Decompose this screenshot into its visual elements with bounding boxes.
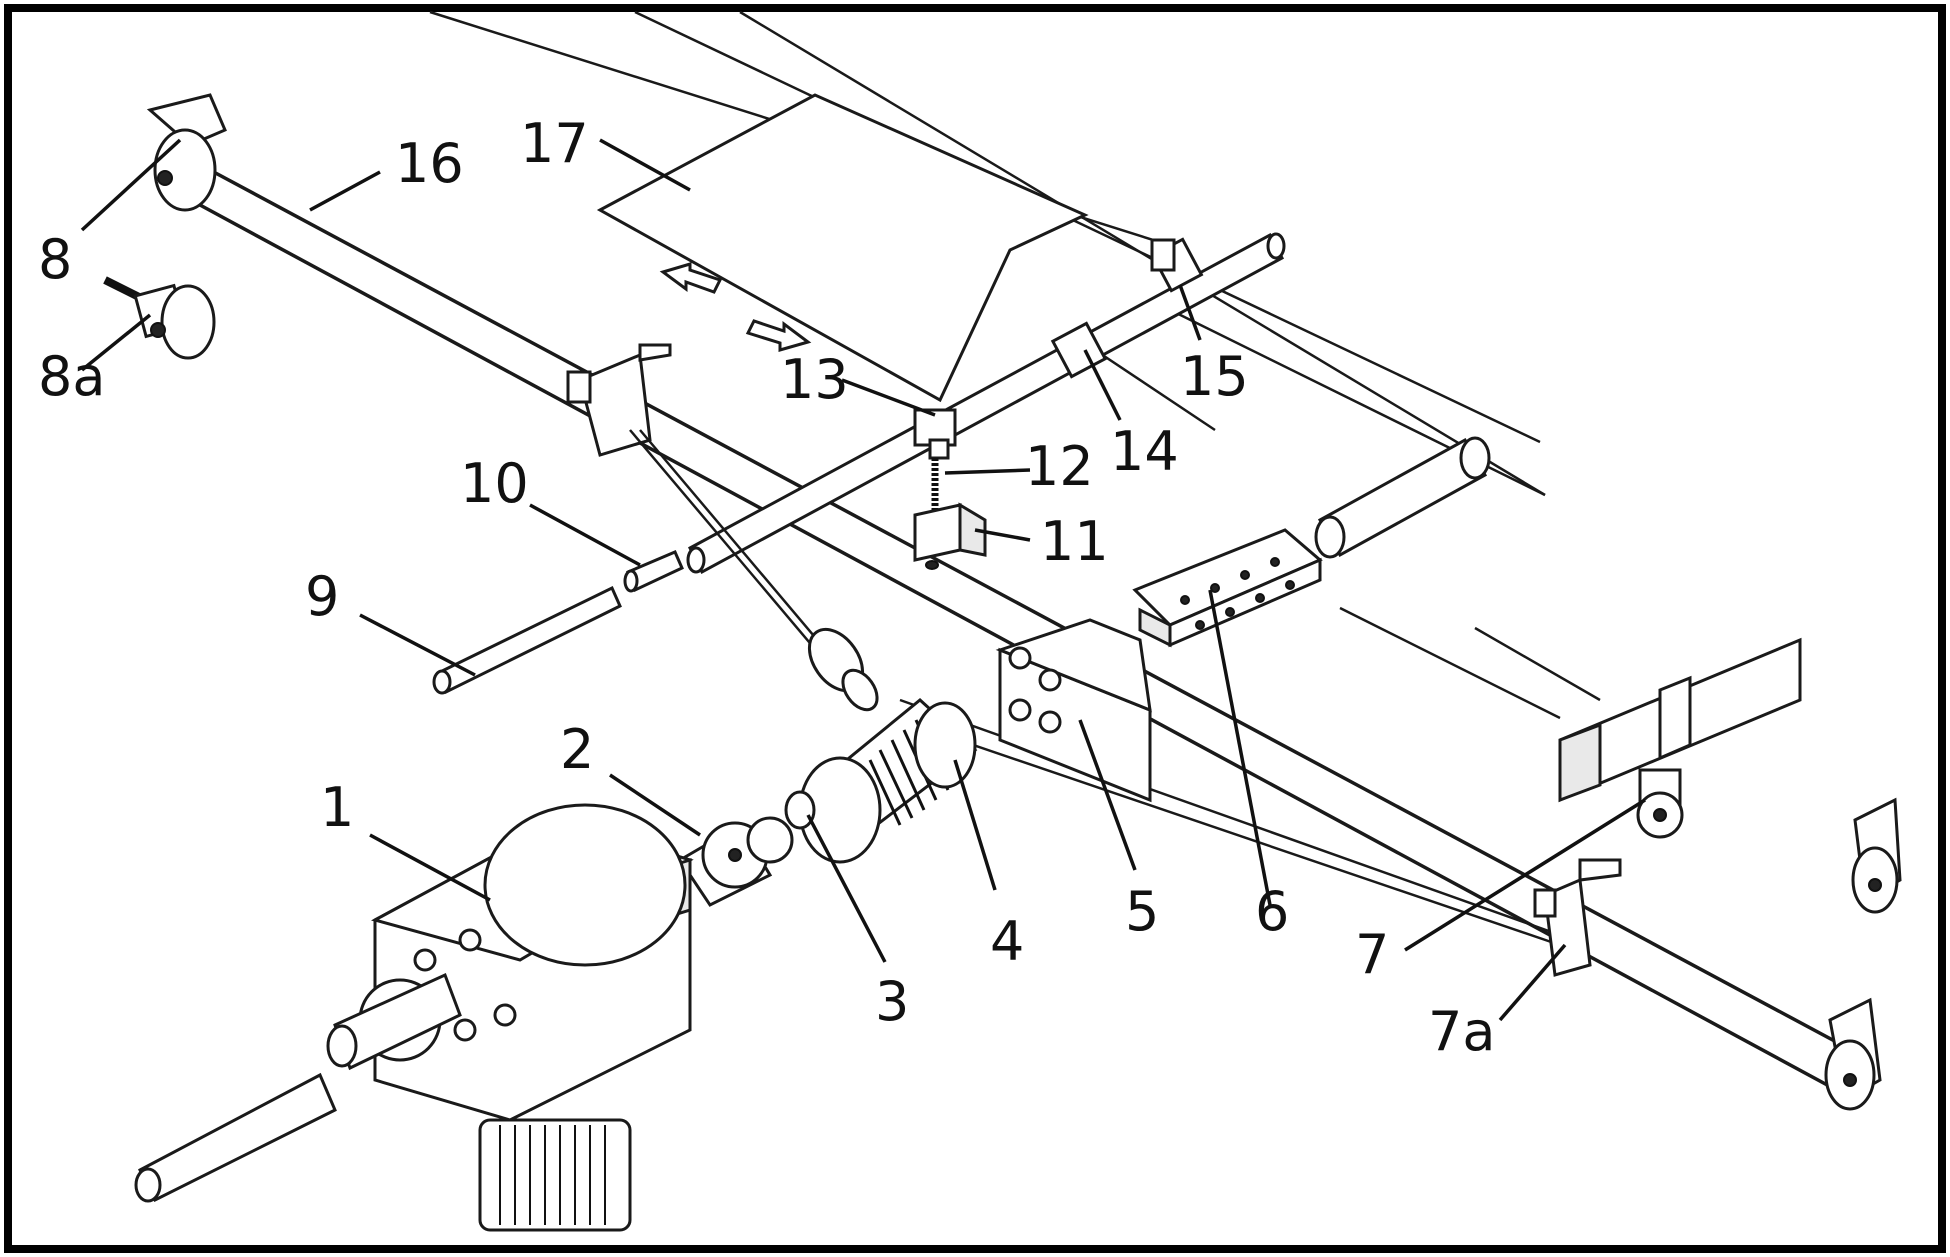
label-8: 8	[38, 228, 72, 291]
rail-bracket-left	[566, 343, 672, 457]
label-6: 6	[1255, 880, 1289, 943]
label-1: 1	[320, 776, 354, 839]
tube-9	[432, 585, 622, 695]
label-16: 16	[395, 132, 464, 195]
tube-10	[623, 550, 684, 593]
label-8a: 8a	[38, 345, 105, 408]
pulley-8	[146, 93, 227, 212]
label-3: 3	[875, 970, 909, 1033]
label-15: 15	[1180, 345, 1249, 408]
label-12: 12	[1025, 435, 1094, 498]
bracket-7a	[1533, 858, 1622, 977]
end-pulley-lower-right	[1824, 997, 1882, 1111]
plate-5	[995, 618, 1152, 803]
label-13: 13	[780, 348, 849, 411]
clamp-15	[1150, 237, 1204, 293]
cover-sheet-17	[596, 93, 1089, 403]
upper-tube	[686, 232, 1286, 575]
pulley-7	[1636, 768, 1684, 839]
winch-drum-4	[784, 698, 978, 864]
sprocket-2	[677, 816, 794, 907]
label-14: 14	[1110, 420, 1179, 483]
end-pulley-upper-right	[1851, 797, 1902, 914]
label-2: 2	[560, 718, 594, 781]
square-beam	[1558, 637, 1802, 803]
label-7: 7	[1355, 923, 1389, 986]
bracket-11	[913, 502, 987, 570]
part-labels: 1 2 3 4 5 6 7 7a 8 8a 9 10 11 12 13 14 1…	[38, 112, 1495, 1063]
leader-lines	[80, 138, 1646, 1022]
right-tube	[1314, 436, 1491, 559]
coupling-6	[1132, 528, 1323, 648]
label-7a: 7a	[1428, 1000, 1495, 1063]
direction-arrows	[659, 261, 812, 352]
label-11: 11	[1040, 510, 1109, 573]
label-10: 10	[460, 452, 529, 515]
output-shaft	[134, 972, 462, 1203]
clamp-13	[913, 408, 957, 460]
label-4: 4	[990, 910, 1024, 973]
gear-motor-1	[371, 803, 694, 1232]
label-9: 9	[305, 565, 339, 628]
label-5: 5	[1125, 880, 1159, 943]
pulley-8a	[103, 276, 216, 360]
label-17: 17	[520, 112, 589, 175]
